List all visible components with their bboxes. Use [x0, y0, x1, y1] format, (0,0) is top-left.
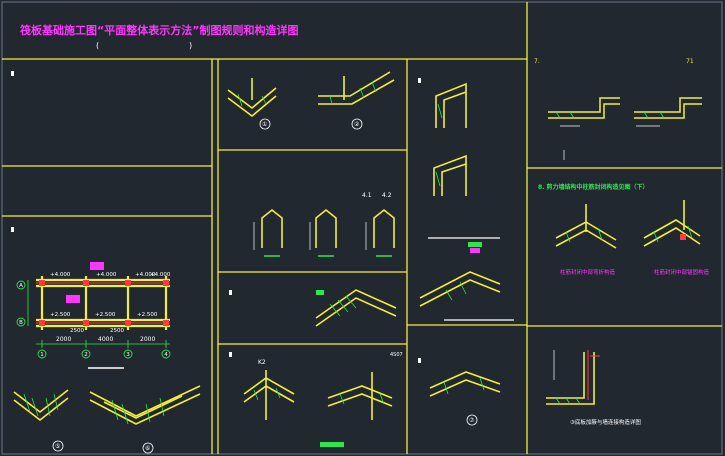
elev-tag-1: +4.000	[50, 272, 71, 278]
plan-dim-1: 2000	[56, 336, 71, 343]
axis-bottom-3: 3	[126, 352, 130, 358]
detail-num-6: ⑥	[145, 445, 150, 452]
column-sections: 4.1 4.2	[253, 192, 395, 257]
elev-tag-3: +4.000	[135, 272, 156, 278]
elev-tag-7: +2.500	[137, 312, 158, 318]
caption-bottom: ③底板加腋与墙连接构造详图	[570, 418, 641, 426]
axis-bottom-1: 1	[40, 352, 44, 358]
elev-tag-2: +4.000	[96, 272, 117, 278]
axis-left-a: A	[19, 283, 23, 289]
caption-b: 柱筋封闭中部锚固构造	[654, 268, 710, 276]
detail-mark-7	[466, 414, 478, 426]
note-71: 71	[686, 58, 694, 65]
subtitle-open: (	[96, 41, 99, 50]
sheet-title: 筏板基础施工图“平面整体表示方法”制图规则和构造详图	[20, 23, 298, 37]
elev-tag-5: +2.500	[50, 312, 71, 318]
inclined-joint-details	[227, 71, 395, 118]
right-panel: 7. 71 8. 剪力墙结构中柱筋封闭构造见图（下）	[534, 58, 710, 426]
slab-detail	[315, 289, 397, 327]
caption-a: 柱筋封闭中部弯折构造	[560, 268, 616, 276]
k2-joint-details: K2 4S07	[243, 352, 403, 447]
wall-joint-details: ⑦	[419, 82, 514, 426]
bottom-tag: 4S07	[390, 352, 403, 358]
foundation-plan: +4.000 +4.000 +4.000 +4.000 +2.500 +2.50…	[16, 262, 171, 369]
elev-tag-4: +4.000	[150, 272, 171, 278]
elev-tag-6: +2.500	[95, 312, 116, 318]
label-k2: K2	[258, 359, 266, 366]
detail-mark-1	[259, 118, 271, 130]
axis-bottom-2: 2	[84, 352, 88, 358]
axis-left-b: B	[19, 320, 23, 326]
detail-num-7: ⑦	[469, 417, 475, 424]
dim-center: 2500	[110, 328, 124, 334]
label-4-2: 4.2	[382, 192, 392, 199]
inclined-joint-hatch	[237, 81, 377, 107]
detail-mark-2	[351, 118, 363, 130]
plan-dim-3: 2000	[140, 336, 155, 343]
v-joint-hatch-left	[23, 393, 165, 425]
note-8: 8. 剪力墙结构中柱筋封闭构造见图（下）	[538, 183, 649, 191]
plan-dim-2: 4000	[98, 336, 113, 343]
subtitle-close: )	[189, 41, 192, 50]
dim-side: 2500	[70, 328, 84, 334]
section-markers	[11, 71, 421, 363]
detail-mark-5	[52, 440, 64, 452]
detail-num-1: ①	[262, 121, 267, 128]
note-7: 7.	[534, 58, 540, 65]
label-4-1: 4.1	[362, 192, 372, 199]
detail-num-5: ⑤	[55, 443, 60, 450]
detail-num-2: ②	[354, 121, 360, 128]
axis-bottom-4: 4	[164, 352, 168, 358]
v-joint-details-left	[13, 385, 201, 425]
detail-mark-6	[142, 442, 154, 454]
